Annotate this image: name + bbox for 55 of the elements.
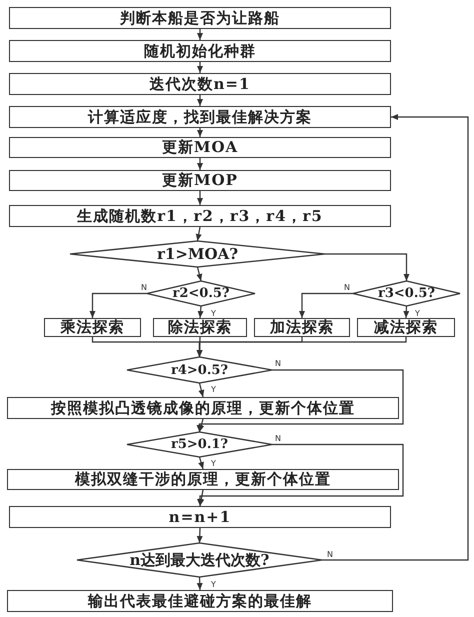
decision-diamond: r4>0.5? <box>127 357 272 383</box>
arrow <box>197 29 203 40</box>
arrow <box>198 382 204 398</box>
arrow <box>403 306 410 318</box>
process-box: 输出代表最佳避碰方案的最佳解 <box>7 590 393 612</box>
arrow <box>196 266 202 282</box>
edge-label: Y <box>210 459 217 468</box>
process-box: 加法探索 <box>254 318 350 337</box>
decision-diamond: r1>MOA? <box>70 241 325 267</box>
arrow <box>299 292 353 318</box>
arrow <box>198 418 204 432</box>
process-box: 随机初始化种群 <box>9 40 391 62</box>
edge-label: Y <box>414 309 421 318</box>
process-box: 按照模拟凸透镜成像的原理，更新个体位置 <box>7 397 399 419</box>
decision-diamond: r5>0.1? <box>127 432 272 457</box>
arrow <box>197 62 203 73</box>
edge-label: N <box>140 283 148 292</box>
edge-label: N <box>274 434 282 443</box>
arrow <box>196 528 203 544</box>
decision-diamond: n达到最大迭代次数? <box>77 543 322 577</box>
arrow <box>322 114 469 561</box>
edge-label: N <box>274 359 282 368</box>
process-box: 生成随机数r1，r2，r3，r4，r5 <box>9 205 391 227</box>
process-box: 除法探索 <box>153 318 247 337</box>
process-box: 更新MOP <box>9 170 391 191</box>
process-box: 更新MOA <box>9 137 391 158</box>
process-box: 减法探索 <box>357 318 455 337</box>
arrow <box>197 95 203 106</box>
arrow <box>198 456 204 470</box>
arrow <box>196 576 203 590</box>
arrow <box>196 226 202 242</box>
process-box: n=n+1 <box>9 506 391 528</box>
decision-diamond: r2<0.5? <box>147 281 255 306</box>
edge-label: Y <box>210 580 217 589</box>
process-box: 乘法探索 <box>44 318 141 337</box>
arrow <box>197 444 404 506</box>
decision-diamond: r3<0.5? <box>353 281 460 306</box>
process-box: 迭代次数n=1 <box>9 73 391 95</box>
arrow <box>196 337 407 357</box>
edge-label: N <box>326 550 334 559</box>
arrow <box>197 128 203 137</box>
process-box: 判断本船是否为让路船 <box>9 7 391 29</box>
arrow <box>198 490 204 506</box>
arrow <box>90 292 147 318</box>
process-box: 计算适应度，找到最佳解决方案 <box>9 106 391 128</box>
edge-label: N <box>343 283 351 292</box>
arrow <box>198 306 204 318</box>
arrow <box>196 369 404 432</box>
process-box: 模拟双缝干涉的原理，更新个体位置 <box>7 469 399 490</box>
edge-label: Y <box>210 385 217 394</box>
arrow <box>196 336 203 358</box>
arrow <box>325 253 410 281</box>
edge-label: Y <box>210 309 217 318</box>
arrow <box>197 191 203 205</box>
arrow <box>197 158 203 170</box>
